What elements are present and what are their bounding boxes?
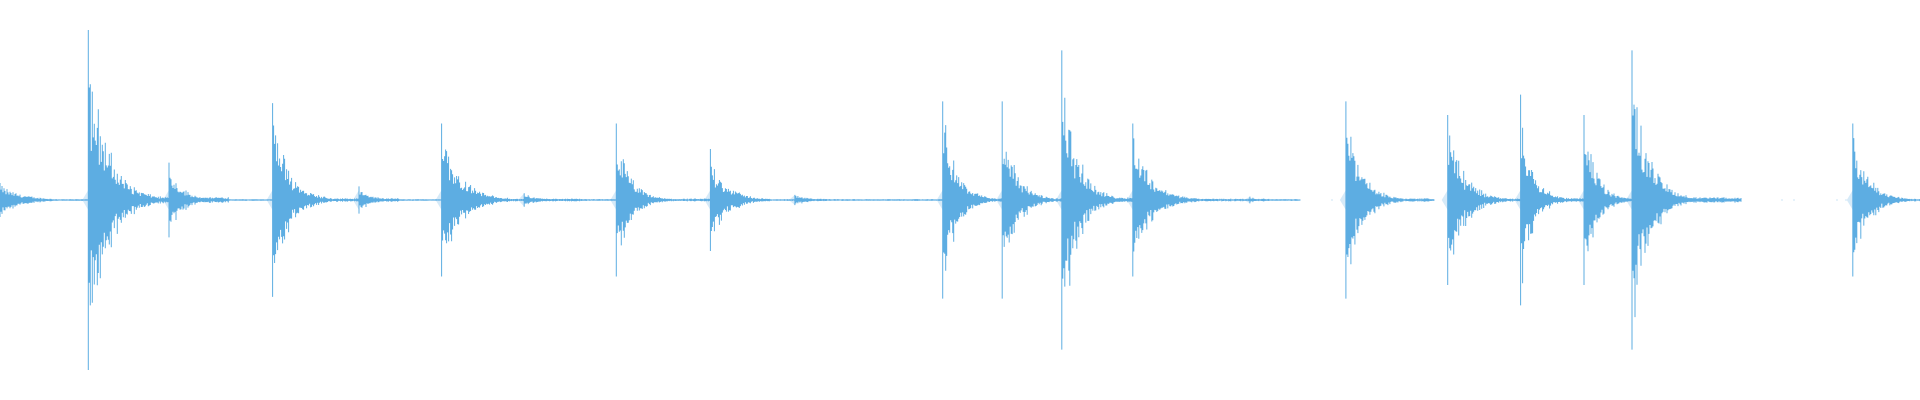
waveform-transient-lead [435, 190, 442, 210]
waveform-transient [1846, 123, 1920, 277]
waveform-transient [1243, 196, 1301, 204]
waveform-transient [1339, 101, 1435, 299]
waveform-transient [1055, 50, 1151, 350]
waveform-transient-path [168, 162, 281, 238]
waveform-transient-lead [788, 194, 795, 206]
waveform-transient-path [1631, 50, 1742, 350]
waveform-transient-lead [610, 190, 617, 210]
waveform-transient-lead [1626, 190, 1632, 210]
waveform-transient [1626, 50, 1742, 350]
waveform-noise-floor [0, 199, 1918, 201]
waveform-transient-path [794, 194, 959, 206]
waveform-transient-lead [163, 190, 169, 210]
waveform-samples [0, 30, 1920, 370]
waveform-transient [163, 162, 281, 238]
waveform-transient-path [1249, 196, 1301, 204]
waveform-transient-lead [704, 190, 711, 210]
waveform-transient-lead [1055, 190, 1062, 210]
waveform-transient-path [1852, 123, 1920, 277]
waveform-transient-lead [996, 190, 1003, 210]
waveform-transient-lead [266, 190, 273, 210]
waveform-transient-lead [1243, 196, 1250, 204]
waveform-transient-lead [518, 193, 525, 207]
waveform-transient-path [1345, 101, 1435, 299]
waveform-transient [788, 194, 959, 206]
waveform-transient-lead [1441, 190, 1448, 210]
waveform-transient-lead [82, 190, 89, 210]
waveform-transient-lead [1514, 190, 1521, 210]
waveform-transient-lead [1339, 190, 1346, 210]
waveform-transient-lead [1126, 190, 1133, 210]
waveform-transient-lead [1846, 190, 1853, 210]
waveform-transient-lead [353, 190, 359, 210]
waveform-transient-lead [1578, 190, 1584, 210]
waveform-transient-lead [936, 190, 943, 210]
